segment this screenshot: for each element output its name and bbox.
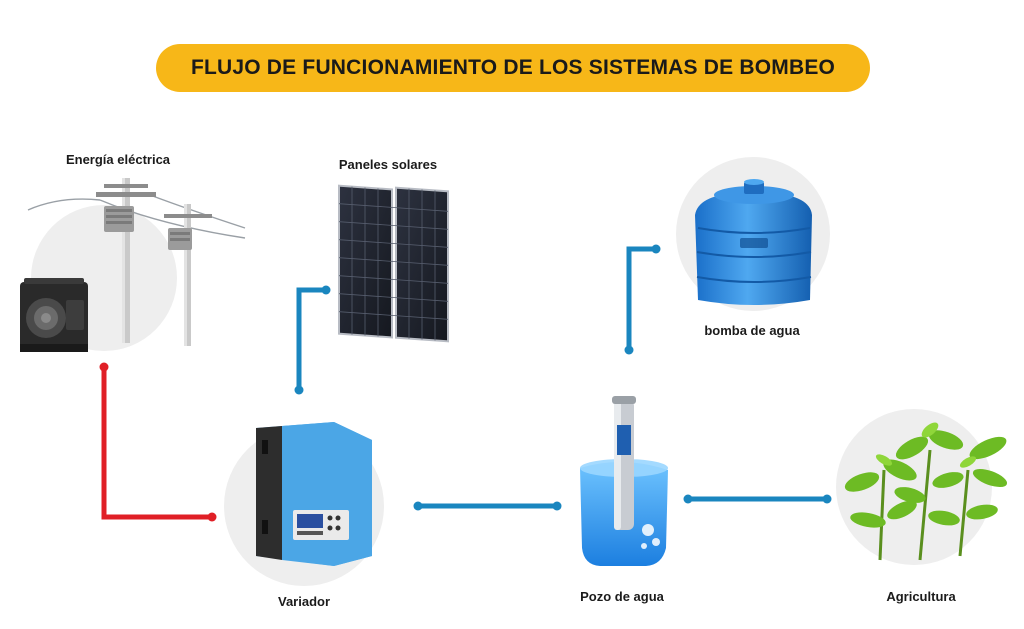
pozo-de-agua-illustration bbox=[580, 396, 668, 566]
label-energia-electrica: Energía eléctrica bbox=[65, 152, 171, 167]
bomba-de-agua-illustration bbox=[676, 157, 830, 311]
variador-illustration bbox=[224, 422, 384, 586]
connector-red-energia-variador bbox=[99, 362, 217, 522]
label-pozo-de-agua: Pozo de agua bbox=[580, 589, 664, 604]
label-agricultura: Agricultura bbox=[886, 589, 956, 604]
connector-pozo-agricultura bbox=[683, 494, 832, 504]
paneles-solares-illustration bbox=[338, 184, 449, 343]
label-bomba-de-agua: bomba de agua bbox=[704, 323, 800, 338]
connector-variador-pozo bbox=[413, 501, 562, 511]
diagram-title: FLUJO DE FUNCIONAMIENTO DE LOS SISTEMAS … bbox=[156, 44, 870, 92]
agricultura-illustration bbox=[836, 409, 1008, 565]
connector-paneles-variador bbox=[294, 285, 331, 395]
energia-electrica-illustration bbox=[20, 178, 246, 352]
connector-pozo-bomba bbox=[624, 244, 661, 355]
label-variador: Variador bbox=[277, 594, 331, 609]
label-paneles-solares: Paneles solares bbox=[338, 157, 438, 172]
